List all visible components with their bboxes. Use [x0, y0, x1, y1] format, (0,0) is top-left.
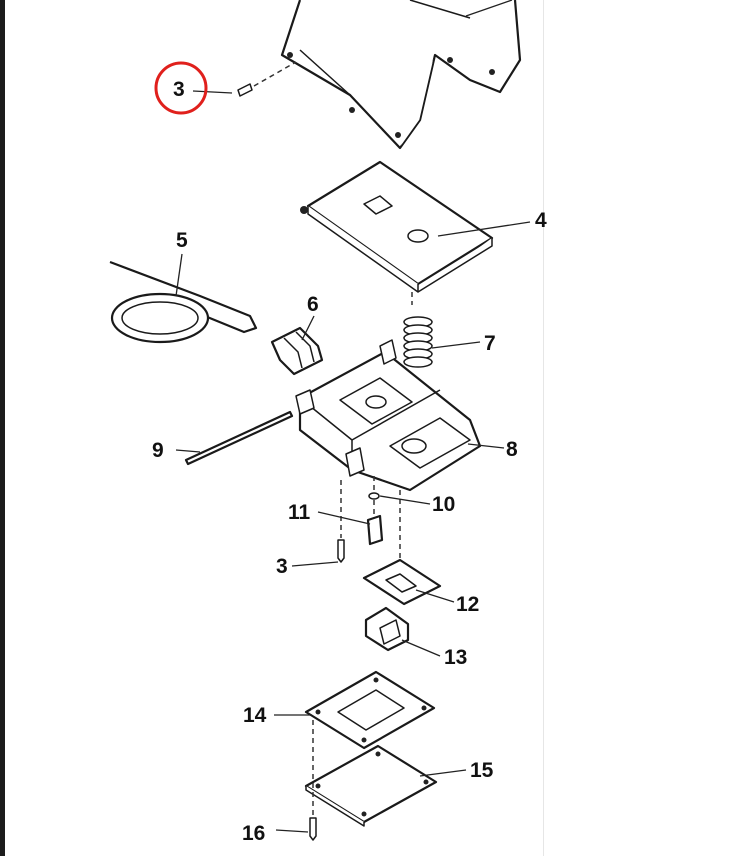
callout-11: 11	[288, 501, 311, 524]
callout-10: 10	[432, 493, 455, 516]
callout-14: 14	[243, 704, 267, 727]
callout-8: 8	[506, 438, 518, 461]
cover-part	[280, 0, 522, 150]
callout-4: 4	[535, 209, 547, 232]
callout-16: 16	[242, 822, 265, 845]
tubing-part	[109, 260, 258, 344]
spring-part	[403, 316, 433, 368]
callout-6: 6	[307, 293, 319, 316]
callout-12: 12	[456, 593, 479, 616]
pin-part	[184, 410, 294, 466]
callout-9: 9	[152, 439, 164, 462]
callout-15: 15	[470, 759, 494, 782]
callout-5: 5	[176, 229, 188, 252]
fitting-part	[270, 326, 324, 376]
screw-upper-part	[237, 61, 297, 97]
plate-part	[300, 160, 494, 305]
column-divider	[543, 0, 544, 856]
frame-gasket-part	[304, 670, 436, 750]
callout-13: 13	[444, 646, 467, 669]
callout-3-highlighted: 3	[173, 78, 185, 101]
bottom-plate-part	[304, 744, 438, 827]
valve-body-part	[364, 606, 410, 652]
highlight-circle	[154, 61, 208, 115]
base-frame-part	[295, 339, 482, 492]
valve-stem-part	[366, 500, 384, 546]
gasket-small-part	[362, 558, 442, 606]
screw-lower-part	[337, 480, 401, 563]
o-ring-part	[368, 476, 380, 500]
left-edge-rail	[0, 0, 5, 856]
callout-7: 7	[484, 332, 496, 355]
callout-3-lower: 3	[276, 555, 288, 578]
screw-bottom-part	[309, 720, 317, 841]
leader-lines	[175, 0, 531, 833]
